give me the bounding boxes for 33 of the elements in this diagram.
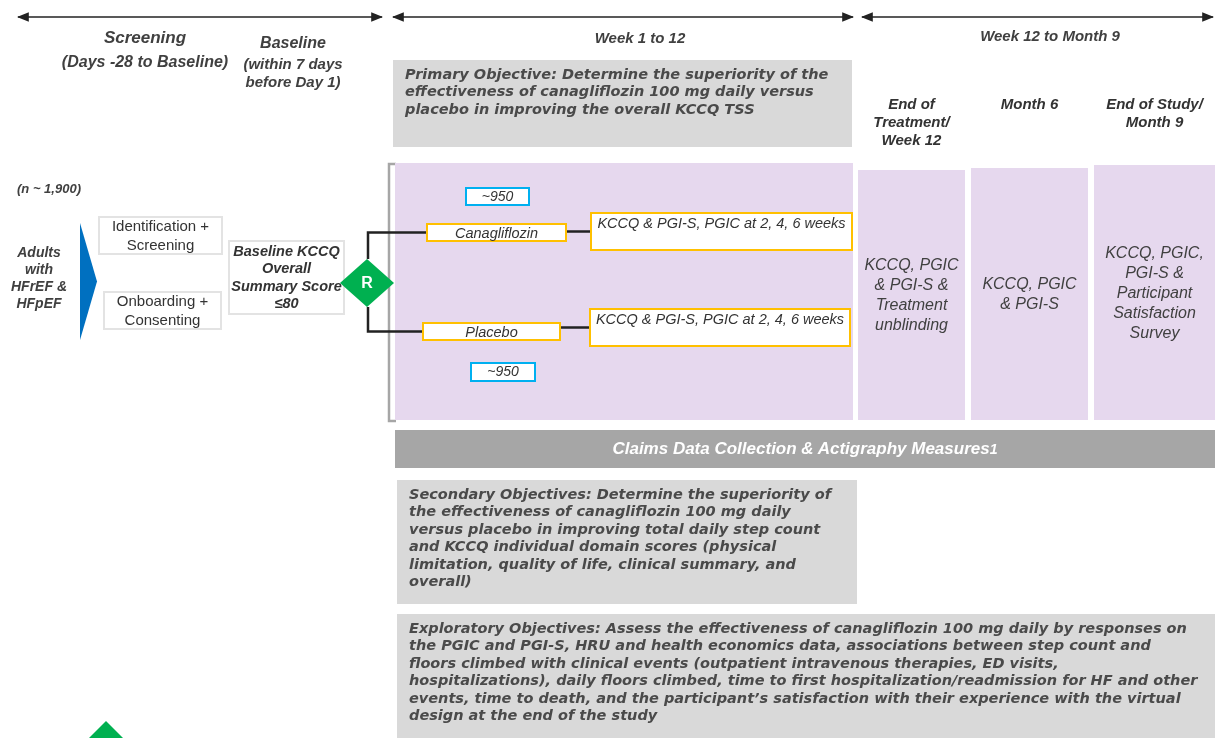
process-box: Onboarding + Consenting: [103, 291, 222, 330]
diamond-marker: [88, 721, 124, 738]
subheading-text: (Days -28 to Baseline): [60, 52, 230, 72]
heading-text: Baseline: [259, 33, 327, 53]
assessment-panel: KCCQ, PGIC, PGI-S & Participant Satisfaction Survey: [1094, 165, 1215, 420]
objective-box: Secondary Objectives: Determine the superiority of the effectiveness of canagliflozin 100 mg daily versus placebo in improving total daily step count and KCCQ individual domain scores (physical limitation, quality of life, clinical summary, and overall): [397, 480, 857, 604]
chevron-marker: [80, 223, 97, 340]
heading-text: Week 12 to Month 9: [979, 27, 1121, 45]
heading-text: Screening: [102, 28, 188, 49]
assessment-panel: KCCQ, PGIC & PGI-S & Treatment unblinding: [858, 170, 965, 420]
count-box: ~950: [470, 362, 536, 382]
timepoint-heading: End of Treatment/ Week 12: [872, 95, 952, 149]
connector-line: [366, 231, 426, 259]
subheading-text: (within 7 days before Day 1): [242, 55, 344, 91]
objective-box: Exploratory Objectives: Assess the effectiveness of canagliflozin 100 mg daily by responses on the PGIC and PGI-S, HRU and health economics data, associations between step count and floors climbed with clinical events (outpatient intravenous therapies, ED visits, hospitalizations), daily floors climbed, time to first hospitalization/readmission for HF and other events, time to death, and the participant’s satisfaction with their experience with the virtual design at the end of the study: [397, 614, 1215, 738]
assessment-panel: KCCQ, PGIC & PGI-S: [971, 168, 1088, 420]
criteria-box: Baseline KCCQ Overall Summary Score ≤80: [228, 240, 345, 315]
objective-box: Primary Objective: Determine the superiority of the effectiveness of canagliflozin 100 mg daily versus placebo in improving the overall KCCQ TSS: [393, 60, 852, 147]
treatment-box: Placebo: [422, 322, 561, 341]
sample-size-text: (n ~ 1,900): [16, 181, 82, 197]
treatment-box: Canagliflozin: [426, 223, 567, 242]
population-text: Adults with HFrEF & HFpEF: [4, 238, 74, 318]
connector-line: [561, 326, 589, 329]
connector-line: [567, 230, 590, 233]
process-box: Identification + Screening: [98, 216, 223, 255]
arm-panel: [395, 163, 853, 420]
connector-line: [366, 307, 422, 333]
timepoint-heading: Month 6: [999, 95, 1060, 113]
count-box: ~950: [465, 187, 530, 206]
assessment-box: KCCQ & PGI-S, PGIC at 2, 4, 6 weeks: [589, 308, 851, 347]
assessment-box: KCCQ & PGI-S, PGIC at 2, 4, 6 weeks: [590, 212, 853, 251]
timepoint-heading: End of Study/ Month 9: [1105, 95, 1205, 131]
heading-text: Week 1 to 12: [593, 29, 687, 47]
